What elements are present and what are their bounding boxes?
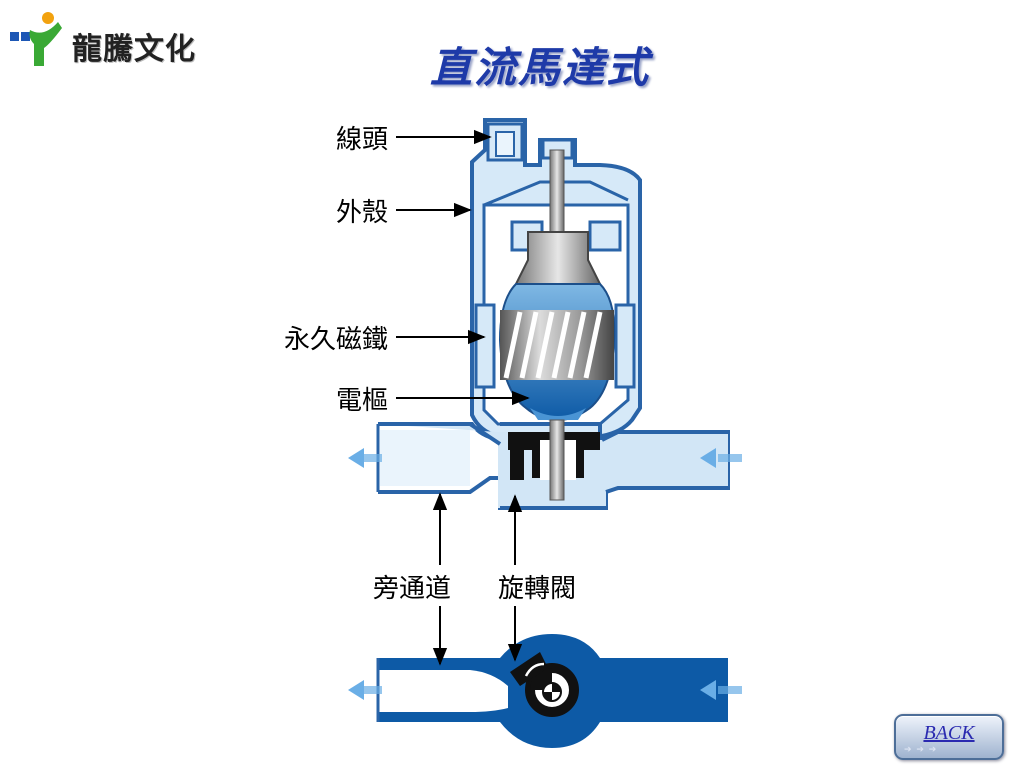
label-housing: 外殼: [336, 198, 388, 228]
label-rotary-valve: 旋轉閥: [498, 574, 576, 604]
commutator: [514, 231, 602, 285]
logo-text: 龍騰文化: [72, 32, 196, 67]
flow-arrow-in-upper: [700, 448, 742, 468]
page-title: 直流馬達式: [429, 43, 650, 92]
logo: 龍騰文化: [10, 8, 220, 68]
back-button[interactable]: BACK ➔ ➔ ➔: [894, 714, 1004, 760]
label-coil-head: 線頭: [336, 125, 388, 155]
flow-arrow-out-lower: [348, 680, 382, 700]
bypass-top-view: [376, 634, 728, 748]
label-armature: 電樞: [336, 386, 388, 416]
back-button-label[interactable]: BACK: [923, 722, 975, 744]
pipe-section: [376, 419, 730, 510]
back-button-decoration: ➔ ➔ ➔: [904, 745, 938, 755]
flow-arrow-out-upper: [348, 448, 382, 468]
label-bypass: 旁通道: [373, 574, 451, 604]
logo-icon: [10, 12, 62, 66]
flow-arrow-in-lower: [700, 680, 742, 700]
armature: [498, 283, 616, 422]
label-permanent-magnet: 永久磁鐵: [284, 325, 388, 355]
